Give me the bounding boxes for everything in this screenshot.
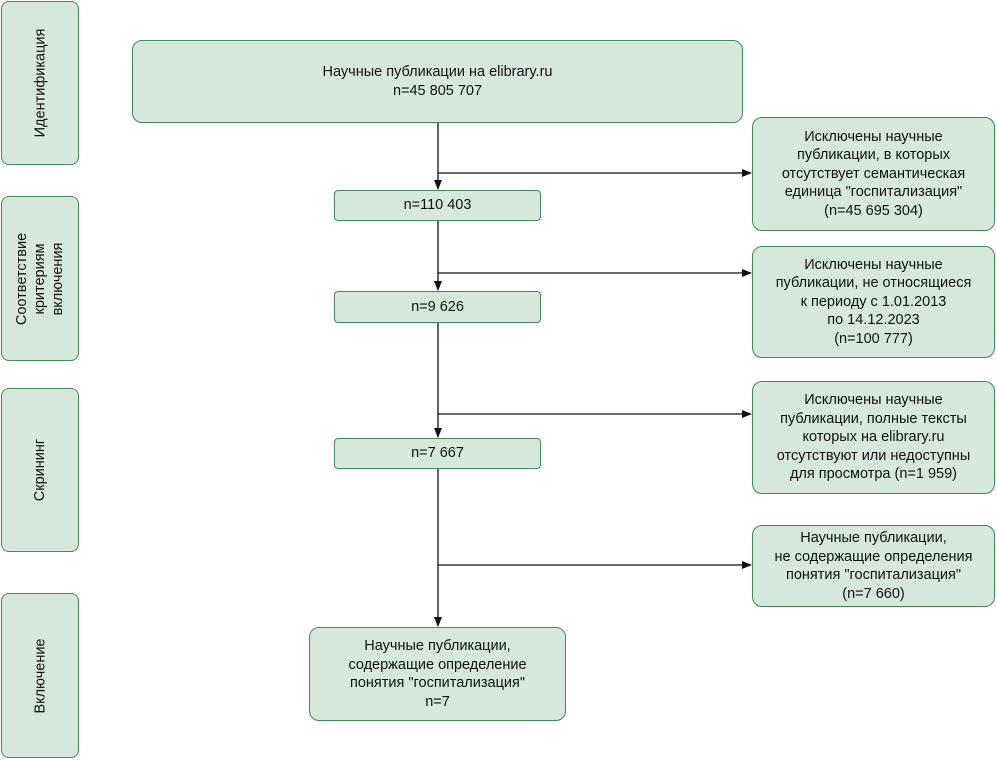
stage-screening: Скрининг	[1, 388, 79, 552]
source-text: Научные публикации на elibrary.ru n=45 8…	[322, 64, 553, 99]
count-box-1: n=110 403	[334, 190, 541, 221]
count-3-text: n=7 667	[411, 445, 464, 462]
exclusion-3-text: Исключены научные публикации, полные тек…	[776, 392, 971, 483]
count-2-text: n=9 626	[411, 298, 464, 315]
exclusion-1-text: Исключены научные публикации, в которых …	[781, 128, 966, 219]
exclusion-box-2: Исключены научные публикации, не относящ…	[752, 246, 995, 358]
exclusion-2-text: Исключены научные публикации, не относящ…	[775, 256, 972, 347]
final-box: Научные публикации, содержащие определен…	[309, 627, 566, 721]
exclusion-box-4: Научные публикации, не содержащие опреде…	[752, 525, 995, 607]
stage-inclusion: Включение	[1, 593, 79, 758]
stage-eligibility: Соответствие критериям включения	[1, 196, 79, 361]
final-text: Научные публикации, содержащие определен…	[348, 638, 527, 710]
exclusion-box-1: Исключены научные публикации, в которых …	[752, 117, 995, 231]
stage-identification: Идентификация	[1, 1, 79, 165]
exclusion-box-3: Исключены научные публикации, полные тек…	[752, 381, 995, 494]
count-box-2: n=9 626	[334, 291, 541, 323]
count-1-text: n=110 403	[403, 197, 472, 214]
count-box-3: n=7 667	[334, 438, 541, 469]
exclusion-4-text: Научные публикации, не содержащие опреде…	[774, 530, 973, 602]
source-box: Научные публикации на elibrary.ru n=45 8…	[132, 40, 743, 123]
